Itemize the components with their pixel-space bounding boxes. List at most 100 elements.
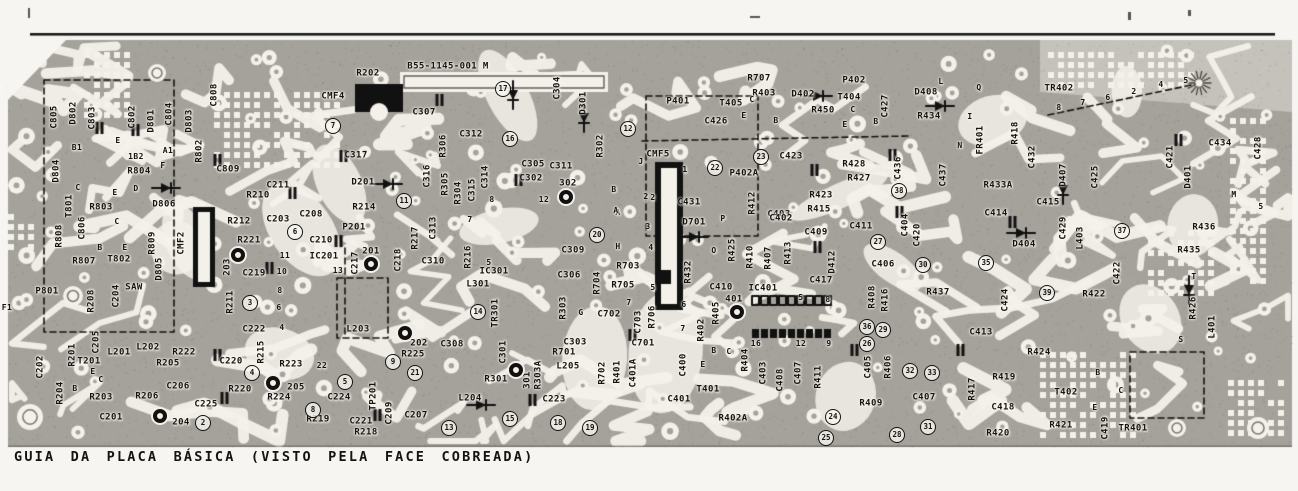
component-label: T xyxy=(1191,272,1197,281)
component-label: C415 xyxy=(1036,197,1060,208)
component-label: C405 xyxy=(863,355,874,379)
component-label: 12 xyxy=(538,195,550,204)
component-label: D806 xyxy=(152,199,176,210)
component-label: R403 xyxy=(752,88,776,99)
component-label: IC201 xyxy=(309,251,339,262)
component-label: R406 xyxy=(883,355,894,379)
component-label: 202 xyxy=(410,338,428,349)
component-label: R428 xyxy=(842,159,866,170)
component-label: T201 xyxy=(77,356,101,367)
component-label: 204 xyxy=(172,417,190,428)
component-label: C xyxy=(726,347,732,356)
component-label: 201 xyxy=(362,246,380,257)
component-label: C425 xyxy=(1090,165,1101,189)
component-label: F xyxy=(160,161,166,170)
component-label: I xyxy=(967,112,973,121)
component-label: C209 xyxy=(384,401,395,425)
component-label: 6 xyxy=(1105,93,1111,102)
callout-number: 9 xyxy=(385,354,401,370)
component-label: N xyxy=(957,141,963,150)
component-label: SAW xyxy=(125,282,143,293)
component-label: D804 xyxy=(51,159,62,183)
component-label: C424 xyxy=(1000,288,1011,312)
component-label: R409 xyxy=(859,398,883,409)
component-label: C422 xyxy=(1112,261,1123,285)
component-label: C427 xyxy=(880,94,891,118)
callout-number: 32 xyxy=(902,363,918,379)
component-label: R418 xyxy=(1010,121,1021,145)
component-label: R432 xyxy=(683,260,694,284)
callout-number: 13 xyxy=(441,420,457,436)
component-label: C804 xyxy=(164,102,175,126)
component-label: L202 xyxy=(136,342,160,353)
component-label: E xyxy=(115,136,121,145)
component-label: 8 xyxy=(277,286,283,295)
component-label: R222 xyxy=(172,347,196,358)
component-label: B xyxy=(97,243,103,252)
component-label: C419 xyxy=(1100,416,1111,440)
component-label: L301 xyxy=(466,279,490,290)
alignment-point xyxy=(398,326,412,340)
component-label: CMF5 xyxy=(646,149,670,160)
component-label: T802 xyxy=(107,254,131,265)
component-label: C809 xyxy=(216,164,240,175)
component-label: R303A xyxy=(533,360,544,390)
component-label: R706 xyxy=(647,305,658,329)
component-label: TP201 xyxy=(368,381,379,411)
component-label: R304 xyxy=(453,181,464,205)
component-label: C411 xyxy=(849,221,873,232)
component-label: C410 xyxy=(709,282,733,293)
callout-number: 6 xyxy=(287,224,303,240)
component-label: E xyxy=(842,120,848,129)
component-label: C417 xyxy=(809,275,833,286)
component-label: C437 xyxy=(938,163,949,187)
component-label: C806 xyxy=(77,216,88,240)
component-label: L401 xyxy=(1207,315,1218,339)
component-label: L xyxy=(938,77,944,86)
callout-number: 8 xyxy=(305,402,321,418)
component-label: R415 xyxy=(807,204,831,215)
component-label: 3 xyxy=(645,222,651,231)
callout-number: 23 xyxy=(753,149,769,165)
component-label: G xyxy=(578,308,584,317)
callout-number: 7 xyxy=(325,118,341,134)
callout-number: 3 xyxy=(242,295,258,311)
component-label: D201 xyxy=(351,177,375,188)
component-label: C436 xyxy=(893,156,904,180)
callout-number: 26 xyxy=(859,336,875,352)
component-label: R424 xyxy=(1027,347,1051,358)
component-label: C428 xyxy=(1253,136,1264,160)
component-label: T405 xyxy=(719,98,743,109)
component-label: E xyxy=(741,111,747,120)
component-label: C xyxy=(850,105,856,114)
component-label: R221 xyxy=(237,235,261,246)
component-label: C808 xyxy=(209,83,220,107)
component-label: C221 xyxy=(349,416,373,427)
component-label: R703 xyxy=(616,261,640,272)
component-label: R202 xyxy=(356,68,380,79)
component-label: R302 xyxy=(595,134,606,158)
component-label: C217 xyxy=(350,251,361,275)
component-label: D803 xyxy=(184,109,195,133)
callout-number: 19 xyxy=(582,420,598,436)
component-label: C402 xyxy=(769,213,793,224)
alignment-point xyxy=(266,376,280,390)
component-label: R220 xyxy=(228,384,252,395)
component-label: C408 xyxy=(775,368,786,392)
component-label: C403 xyxy=(758,361,769,385)
component-label: R450 xyxy=(811,105,835,116)
component-label: R422 xyxy=(1082,289,1106,300)
component-label: R413 xyxy=(783,241,794,265)
component-label: H xyxy=(615,242,621,251)
component-label: 5 xyxy=(486,258,492,267)
component-label: C xyxy=(1118,386,1124,395)
component-label: 7 xyxy=(680,324,686,333)
component-label: FR401 xyxy=(975,125,986,155)
component-label: B xyxy=(1095,368,1101,377)
component-label: C311 xyxy=(549,161,573,172)
component-label: IC401 xyxy=(748,283,778,294)
alignment-point xyxy=(559,190,573,204)
component-label: P401 xyxy=(666,96,690,107)
component-label: 2 xyxy=(1131,87,1137,96)
